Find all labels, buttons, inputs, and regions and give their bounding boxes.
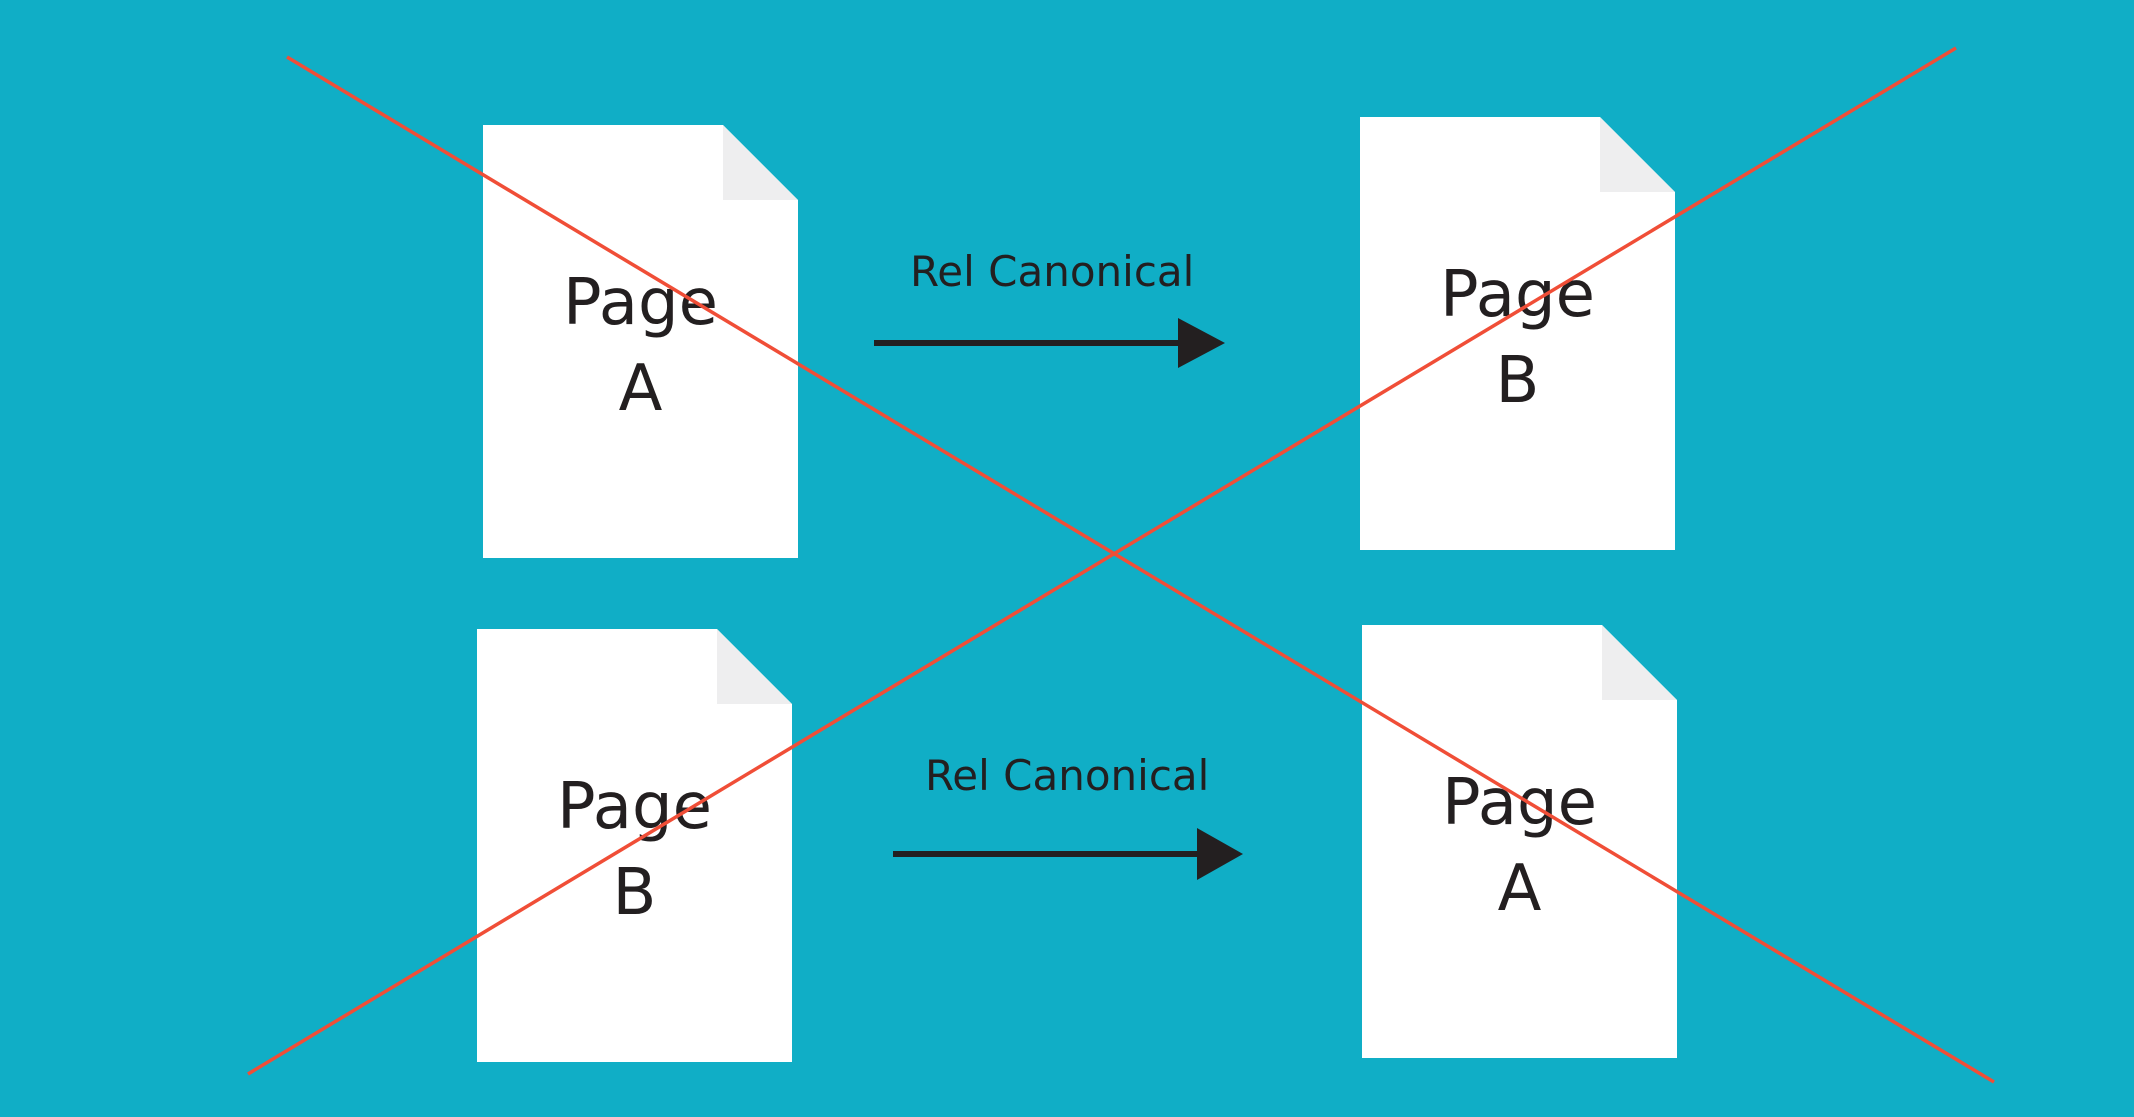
page-b-document-top: Page B (1360, 117, 1675, 550)
rel-canonical-label-bottom: Rel Canonical (925, 751, 1210, 800)
page-label-line2: A (1497, 852, 1542, 926)
page-fold-icon (723, 125, 798, 200)
page-label-line2: B (1495, 344, 1540, 418)
arrow-right-icon-bottom (893, 828, 1243, 880)
page-label-line1: Page (1442, 766, 1597, 840)
page-a-document-bottom: Page A (1362, 625, 1677, 1058)
page-label-line1: Page (1440, 258, 1595, 332)
page-label-line2: A (618, 352, 663, 426)
page-fold-icon (1602, 625, 1677, 700)
page-label-line1: Page (563, 266, 718, 340)
page-label-line1: Page (557, 770, 712, 844)
rel-canonical-label-top: Rel Canonical (910, 247, 1195, 296)
page-label: Page A (483, 260, 798, 432)
page-a-document-top: Page A (483, 125, 798, 558)
page-fold-icon (717, 629, 792, 704)
page-label-line2: B (612, 856, 657, 930)
page-label: Page A (1362, 760, 1677, 932)
arrow-right-icon-top (874, 318, 1225, 368)
page-b-document-bottom: Page B (477, 629, 792, 1062)
page-label: Page B (1360, 252, 1675, 424)
page-label: Page B (477, 764, 792, 936)
page-fold-icon (1600, 117, 1675, 192)
